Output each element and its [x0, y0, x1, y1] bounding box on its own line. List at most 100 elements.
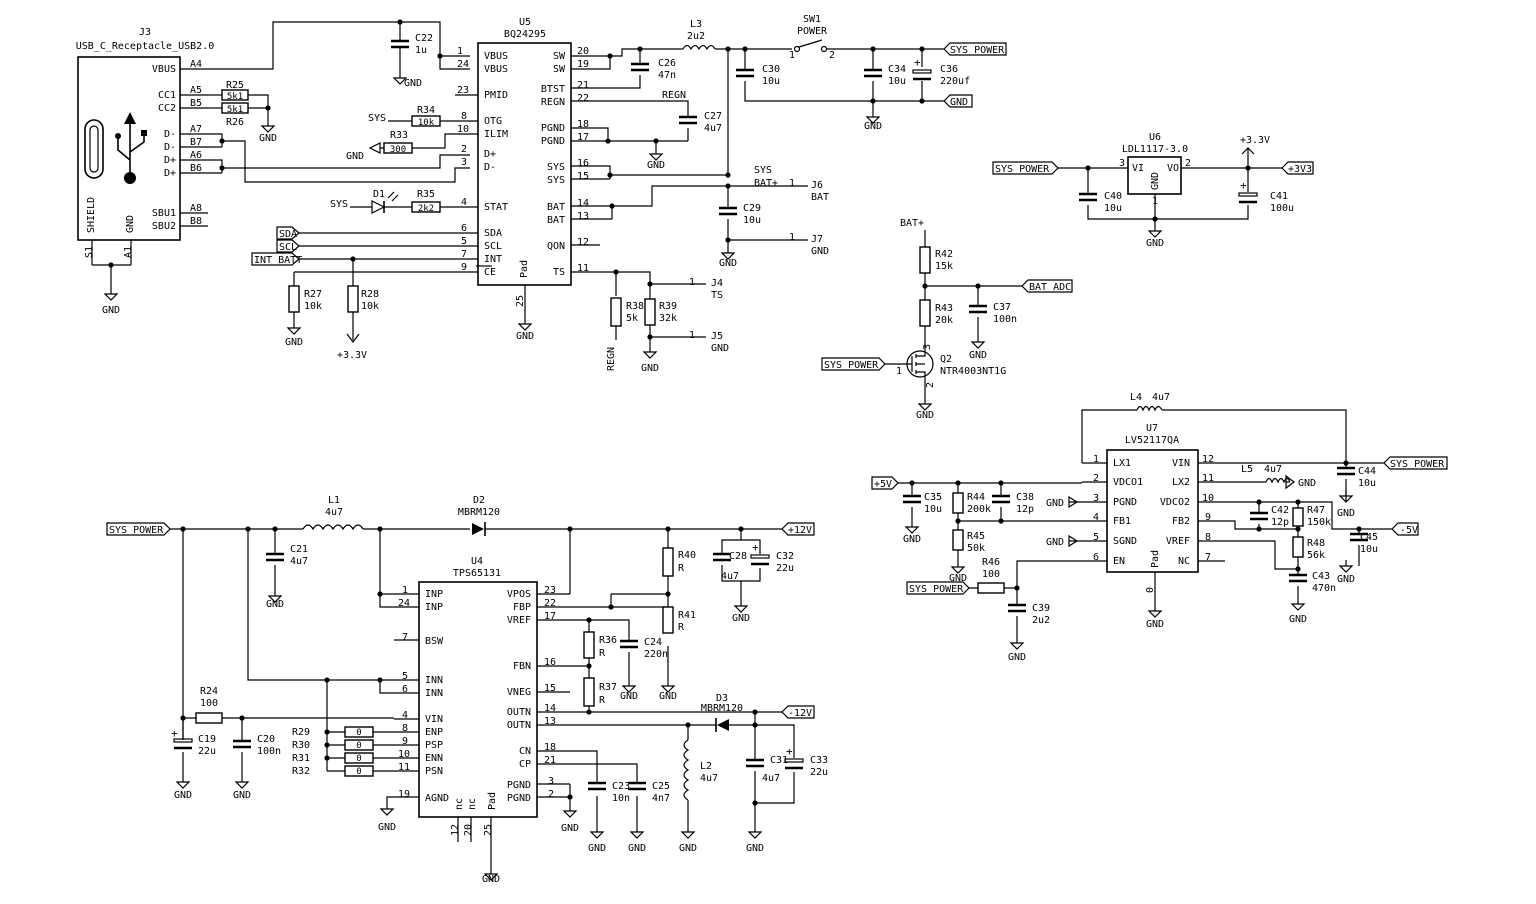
svg-text:+: +: [752, 541, 759, 554]
u5-num: 6: [461, 223, 467, 234]
u5-num: 17: [577, 132, 589, 143]
u7-num: 3: [1093, 493, 1099, 504]
u4-ref: U4: [471, 556, 483, 567]
u5-pin: SW: [553, 64, 566, 75]
net-label-sys-power-top: SYS_POWER: [943, 42, 1007, 56]
c41-ref: C41: [1270, 191, 1288, 202]
u7-pin: EN: [1113, 556, 1125, 567]
u4-pin: BSW: [425, 636, 444, 647]
u4-pin: FBN: [513, 661, 531, 672]
r37-value: R: [599, 695, 606, 706]
gnd-label: GND: [346, 151, 364, 162]
u5-pin: TS: [553, 267, 565, 278]
c19-ref: C19: [198, 734, 216, 745]
u7-num: 11: [1202, 473, 1214, 484]
c36-ref: C36: [940, 64, 958, 75]
u7-pin: VREF: [1166, 536, 1190, 547]
u7-num: 8: [1205, 532, 1211, 543]
l5-value: 4u7: [1264, 464, 1282, 475]
c20-value: 100n: [257, 746, 281, 757]
u5-ref: U5: [519, 17, 531, 28]
usb-c-connector-j3: J3 USB_C_Receptacle_USB2.0 SHIELD GND VB…: [76, 27, 214, 316]
j3-num: A5: [190, 85, 202, 96]
u4-num: 5: [402, 671, 408, 682]
u5-pin: QON: [547, 241, 565, 252]
u5-right-network: C26 47n L3 2u2 REGN C27 4u7 GND SYS BAT+…: [600, 19, 829, 374]
u4-num: 6: [402, 684, 408, 695]
pin-num: 1: [789, 232, 795, 243]
gnd-label: GND: [378, 822, 396, 833]
c35-ref: C35: [924, 492, 942, 503]
u4-pin: nc: [467, 798, 478, 810]
u5-num: 18: [577, 119, 589, 130]
led-d1: D1: [371, 189, 399, 214]
net-label-minus12v: -12V: [781, 705, 815, 719]
r25-ref: R25: [226, 80, 244, 91]
c44-ref: C44: [1358, 466, 1376, 477]
l1-value: 4u7: [325, 507, 343, 518]
u5-num: 8: [461, 111, 467, 122]
u7-pin: VDCO2: [1160, 497, 1190, 508]
net-label-int-batt: INT_BATT: [251, 252, 302, 266]
m12v-text: -12V: [788, 708, 812, 719]
u4-num: 13: [544, 716, 556, 727]
c37-value: 100n: [993, 314, 1017, 325]
r28-ref: R28: [361, 289, 379, 300]
c26-ref: C26: [658, 58, 676, 69]
c28-ref: C28: [729, 551, 747, 562]
net-label-plus12v: +12V: [781, 522, 815, 536]
u5-num: 7: [461, 249, 467, 260]
gnd-label: GND: [949, 573, 967, 584]
u7-num: 12: [1202, 454, 1214, 465]
r40-ref: R40: [678, 550, 696, 561]
c43-value: 470n: [1312, 583, 1336, 594]
u4-pin: VREF: [507, 615, 531, 626]
u5-num: 16: [577, 158, 589, 169]
bat-adc-text: BAT_ADC: [1029, 282, 1071, 293]
svg-text:0: 0: [356, 767, 361, 777]
gnd-label: GND: [1046, 537, 1064, 548]
u5-num: 4: [461, 197, 467, 208]
u7-pin: SGND: [1113, 536, 1137, 547]
c24-ref: C24: [644, 637, 662, 648]
q2-value: NTR4003NT1G: [940, 366, 1006, 377]
c30-value: 10u: [762, 76, 780, 87]
sys-label: SYS: [330, 199, 348, 210]
u5-pin: VBUS: [484, 64, 508, 75]
r41-ref: R41: [678, 610, 696, 621]
gnd-label: GND: [1146, 619, 1164, 630]
r24-ref: R24: [200, 686, 218, 697]
u4-num: 21: [544, 755, 556, 766]
r46-value: 100: [982, 569, 1000, 580]
charger-ic-u5: U5 BQ24295 VBUS VBUS PMID OTG ILIM D+ D-…: [455, 17, 600, 342]
u5-pad: Pad: [519, 260, 530, 278]
u7-pin: FB1: [1113, 516, 1131, 527]
u4-num: 1: [402, 585, 408, 596]
q2-ref: Q2: [940, 354, 952, 365]
u5-num: 15: [577, 171, 589, 182]
svg-text:0: 0: [356, 741, 361, 751]
net-label-scl: SCL: [276, 239, 300, 253]
u4-num: 8: [402, 723, 408, 734]
u5-num: 2: [461, 144, 467, 155]
pin-num: 1: [896, 366, 902, 377]
gnd-label: GND: [732, 613, 750, 624]
gnd-label: GND: [233, 790, 251, 801]
j3-pin-sbu2: SBU2: [152, 221, 176, 232]
u4-pin: PSP: [425, 740, 443, 751]
r24-value: 100: [200, 698, 218, 709]
gnd-label: GND: [259, 133, 277, 144]
d3-value: MBRM120: [701, 703, 743, 714]
u7-network: L4 4u7 C44 10u GND SYS_POWER L5 4u7 GND …: [871, 392, 1448, 663]
c44-value: 10u: [1358, 478, 1376, 489]
c26-value: 47n: [658, 70, 676, 81]
c38-ref: C38: [1016, 492, 1034, 503]
r48-ref: R48: [1307, 538, 1325, 549]
gnd-label: GND: [903, 534, 921, 545]
net-label-sys-power-u4: SYS_POWER: [106, 522, 171, 536]
u4-num: 3: [548, 776, 554, 787]
u4-num: 7: [402, 632, 408, 643]
c42-value: 12p: [1271, 517, 1289, 528]
u5-pin: CE: [484, 267, 496, 278]
